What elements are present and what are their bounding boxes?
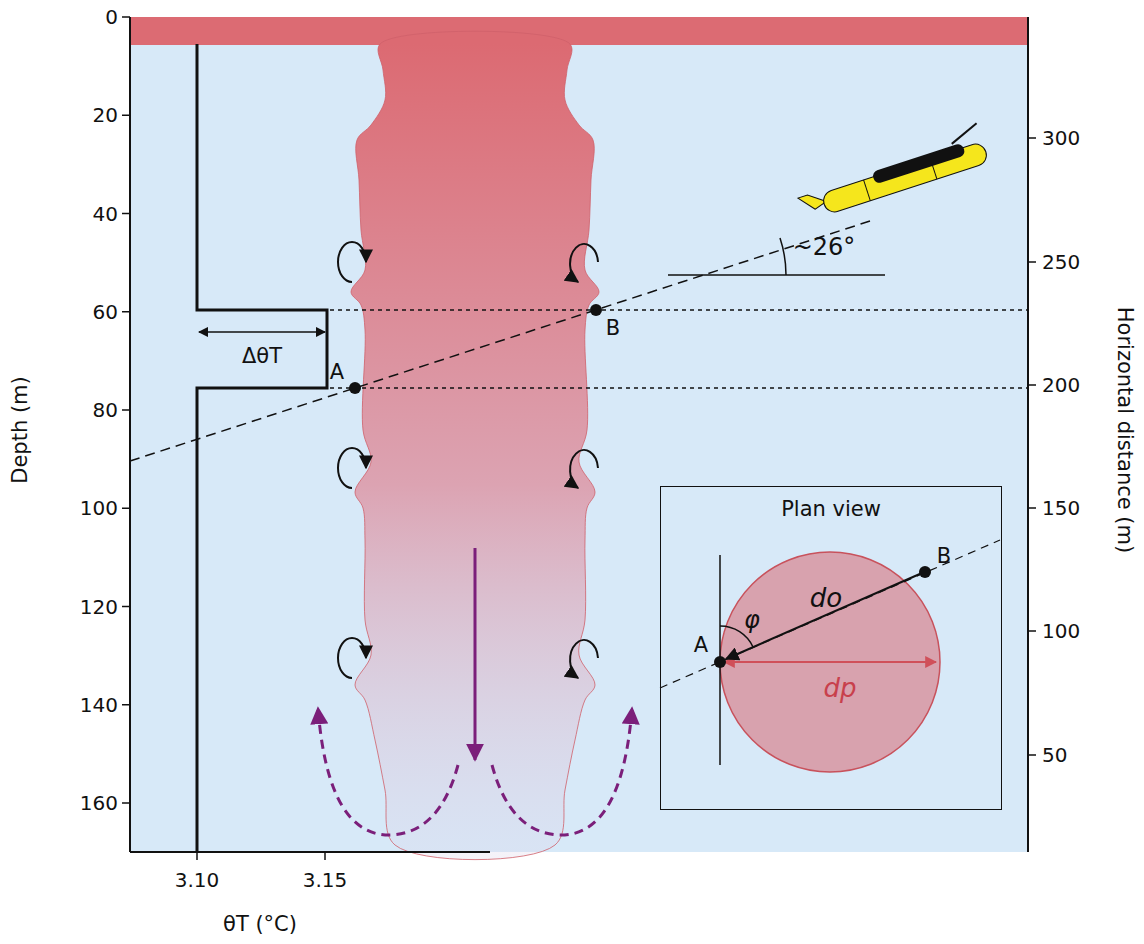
point-label: φ (744, 608, 760, 632)
do-arrow (726, 573, 922, 659)
glider-path (130, 221, 870, 461)
delta-arrow (199, 331, 325, 333)
eddies (338, 242, 598, 678)
plan-view-box: Plan view (660, 486, 1002, 810)
point-label: A (330, 362, 344, 383)
plume (351, 31, 599, 859)
downflow-arrow (474, 548, 477, 760)
point (714, 656, 726, 668)
point-label: ~26° (793, 235, 856, 259)
tick-label: 3.15 (303, 870, 348, 890)
angle-base (668, 274, 885, 276)
glider (793, 123, 989, 222)
glider-path (660, 540, 1000, 688)
point-label: A (694, 635, 708, 656)
axis-title: Horizontal distance (m) (1114, 307, 1135, 553)
surface-layer (130, 17, 1028, 45)
axes (130, 17, 1028, 852)
point-label: ΔθT (242, 346, 282, 367)
angle-arc (780, 238, 786, 275)
box-title: Plan view (661, 487, 1001, 521)
tick-label: 300 (1042, 128, 1080, 148)
tick-label: 140 (80, 695, 118, 715)
level-line (330, 387, 1028, 389)
return-flow (318, 708, 458, 835)
axis-title: θT (°C) (223, 914, 297, 935)
tick-label: 200 (1042, 375, 1080, 395)
tick-label: 160 (80, 793, 118, 813)
plume-body (351, 31, 599, 859)
level-line (330, 309, 1028, 311)
point-label: B (937, 546, 951, 567)
return-flow (492, 708, 632, 835)
tick-label: 150 (1042, 498, 1080, 518)
point (919, 566, 931, 578)
point-label: dp (823, 675, 856, 701)
tick-label: 40 (93, 204, 118, 224)
tick-label: 60 (93, 302, 118, 322)
point (349, 382, 361, 394)
tick-label: 100 (80, 498, 118, 518)
ticks (122, 17, 1036, 860)
tick-label: 3.10 (175, 870, 220, 890)
temperature-profile (197, 44, 327, 852)
tick-label: 100 (1042, 621, 1080, 641)
tick-label: 20 (93, 105, 118, 125)
tick-label: 50 (1042, 745, 1067, 765)
point-label: B (606, 318, 620, 339)
point (590, 304, 602, 316)
point-label: do (810, 585, 842, 611)
tick-label: 80 (93, 400, 118, 420)
tick-label: 250 (1042, 252, 1080, 272)
tick-label: 0 (105, 7, 118, 27)
tick-label: 120 (80, 597, 118, 617)
axis-title: Depth (m) (10, 376, 31, 483)
dp-arrow (724, 661, 936, 663)
plume-section (720, 552, 940, 772)
